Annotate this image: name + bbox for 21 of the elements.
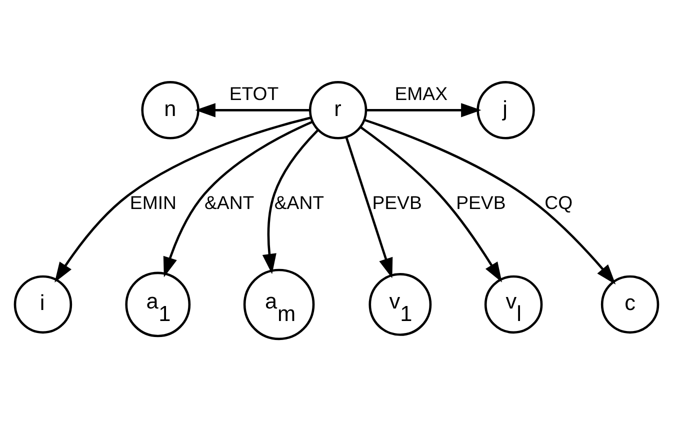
- arrow: [366, 103, 482, 118]
- arrow: [54, 116, 312, 282]
- edge-label: &ANT: [274, 192, 324, 213]
- node-circle: n: [141, 81, 200, 140]
- arrow: [364, 118, 616, 284]
- edge-label: EMAX: [394, 83, 448, 104]
- edge-label: PEVB: [372, 192, 422, 213]
- edge-label: &ANT: [204, 192, 254, 213]
- node-circle: r: [308, 81, 368, 140]
- arrow: [345, 136, 393, 278]
- arrow: [163, 120, 313, 278]
- node-circle: j: [476, 81, 535, 140]
- arrow: [360, 126, 502, 282]
- arrow: [195, 103, 310, 118]
- edge-label: CQ: [544, 192, 573, 213]
- edge-label: EMIN: [130, 192, 176, 213]
- node-circle: c: [600, 275, 660, 334]
- edge-label: PEVB: [456, 192, 506, 213]
- edge-label: ETOT: [229, 83, 279, 104]
- arrow: [262, 130, 318, 274]
- node-circle: i: [14, 275, 72, 334]
